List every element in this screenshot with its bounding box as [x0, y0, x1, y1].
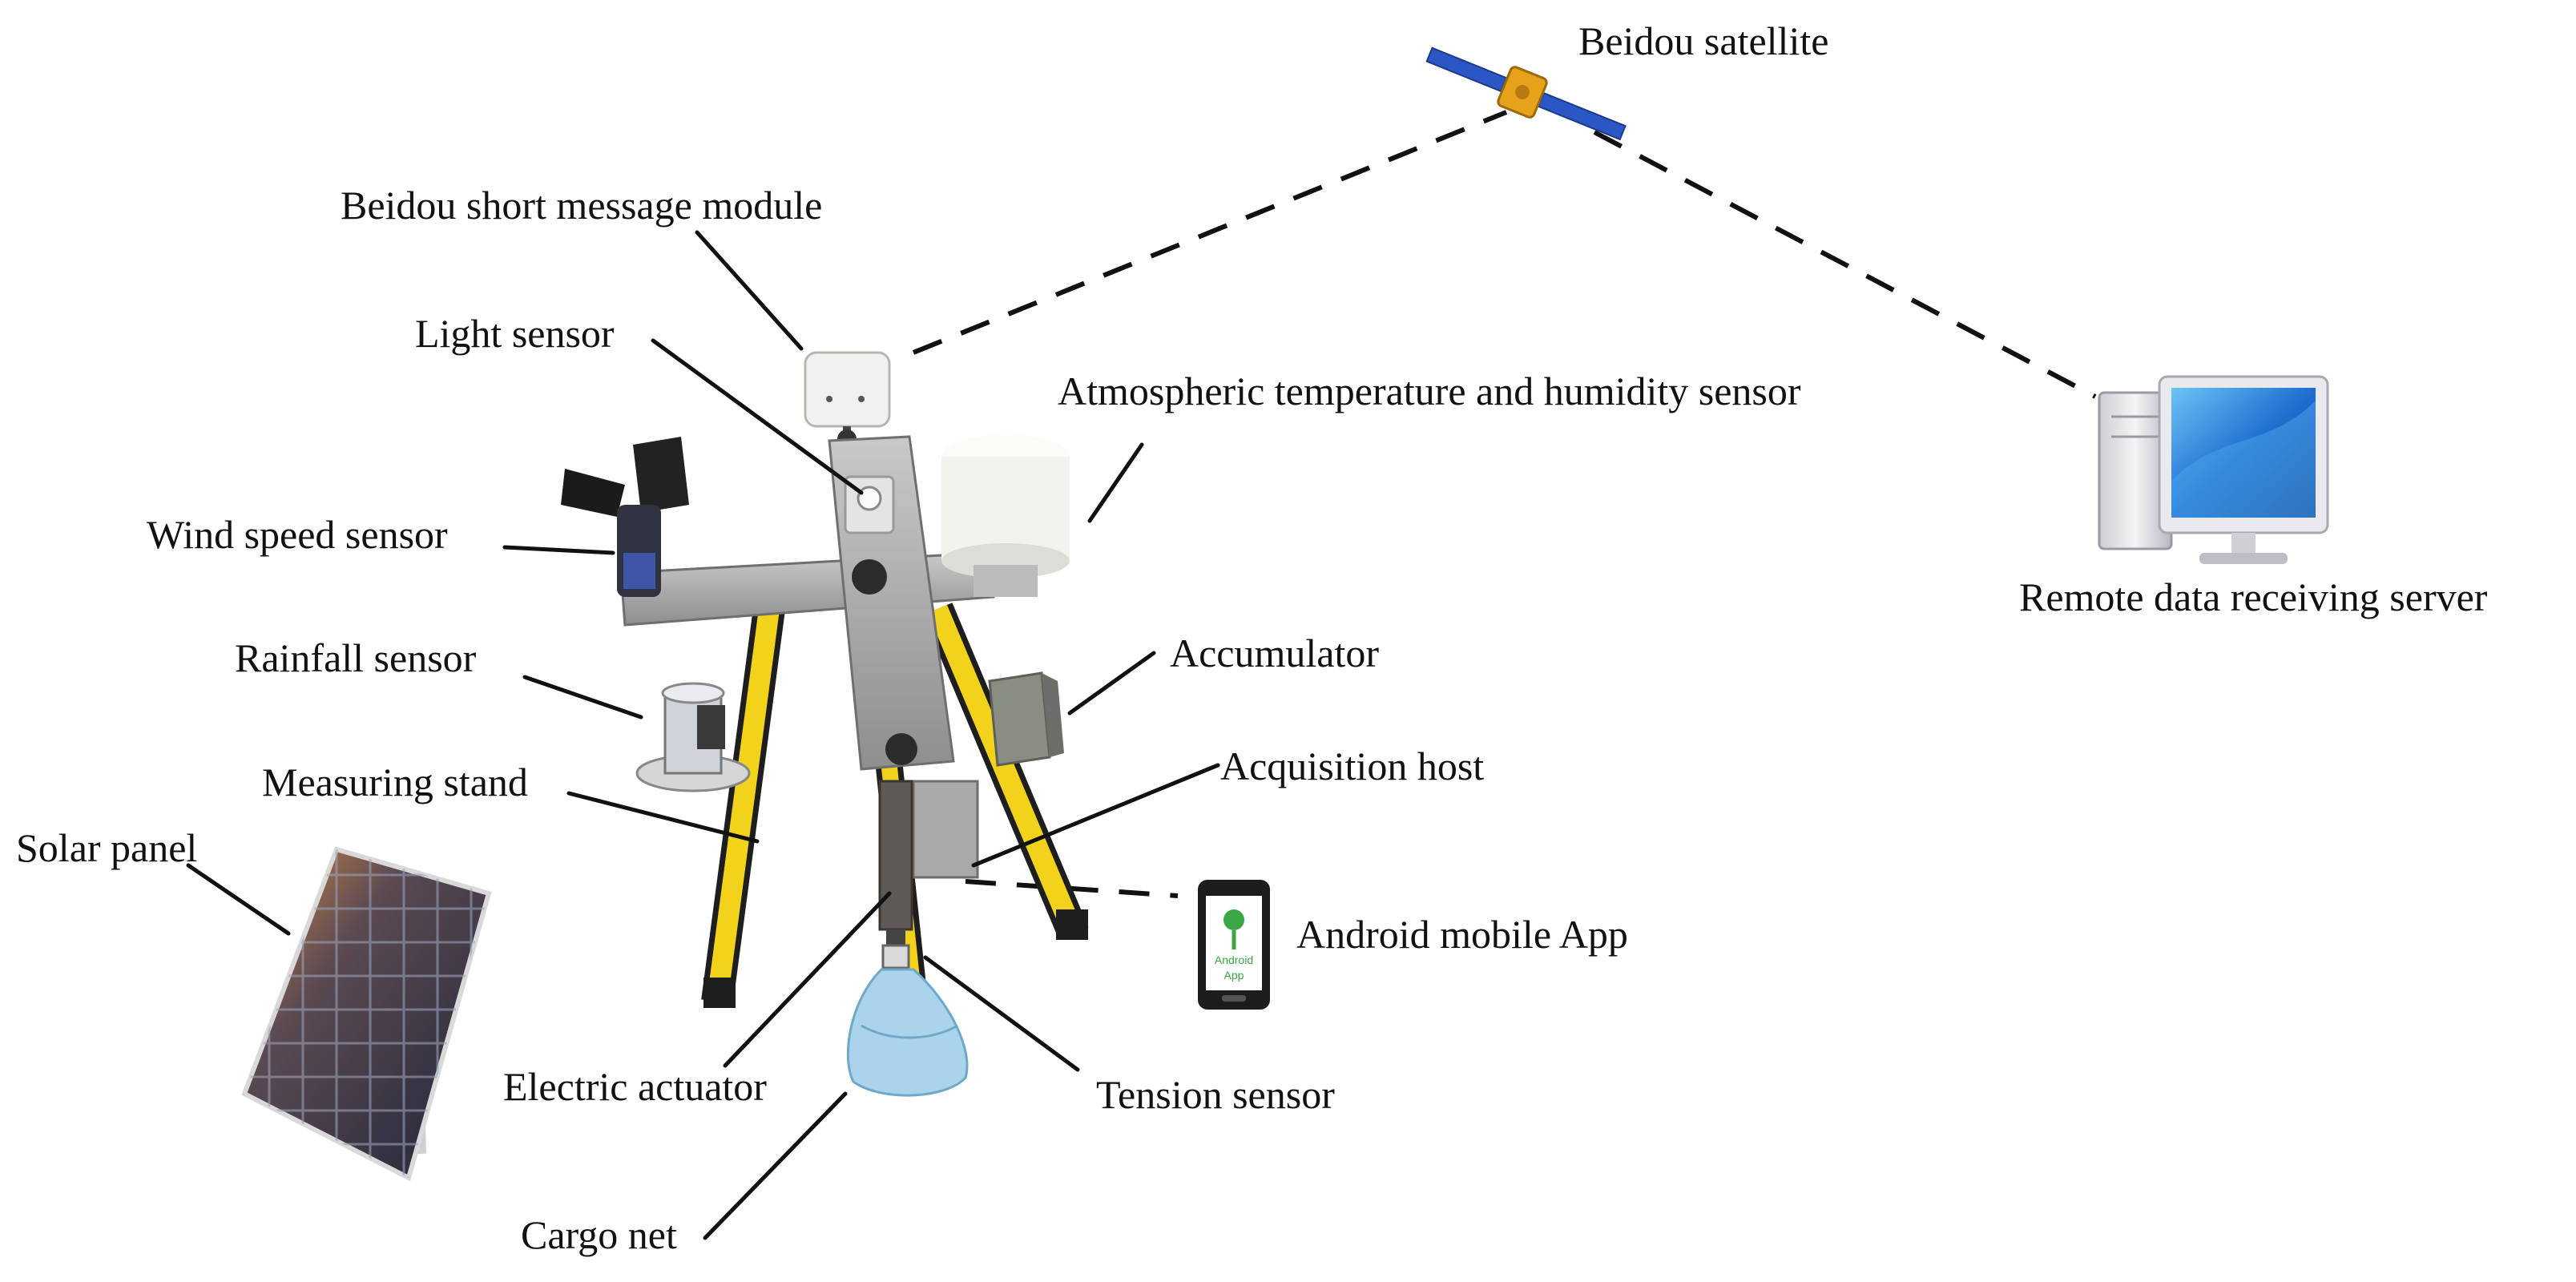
label-measuring-stand: Measuring stand: [262, 760, 528, 804]
leader-accumulator: [1067, 651, 1156, 716]
accumulator-icon: [988, 671, 1064, 767]
label-beidou-satellite: Beidou satellite: [1578, 18, 1828, 63]
leader-lines: [186, 230, 1220, 1240]
label-temp-humidity-sensor: Atmospheric temperature and humidity sen…: [1058, 369, 1801, 413]
phone-icon: Android App: [1198, 880, 1270, 1010]
link-module-satellite: [912, 110, 1508, 355]
phone-screen-text-1: Android: [1215, 953, 1253, 966]
label-remote-server: Remote data receiving server: [2019, 574, 2488, 619]
leader-tension-sensor: [923, 955, 1080, 1072]
leader-short-message-module: [695, 230, 804, 351]
tripod-icon: [701, 603, 1089, 1008]
label-rainfall-sensor: Rainfall sensor: [235, 635, 477, 680]
label-android-app: Android mobile App: [1296, 912, 1628, 957]
communication-links: [912, 110, 2097, 898]
label-acquisition-host: Acquisition host: [1220, 744, 1484, 788]
rain-gauge-icon: [635, 682, 751, 792]
leader-measuring-stand: [566, 791, 760, 844]
solar-panel-icon: [241, 846, 492, 1182]
phone-screen-text-2: App: [1224, 969, 1244, 982]
leader-solar-panel: [186, 863, 291, 936]
leader-rainfall: [522, 675, 643, 720]
temp-humidity-sensor-icon: [941, 434, 1070, 597]
leader-temp-humidity: [1087, 442, 1144, 523]
computer-icon: [2098, 375, 2329, 564]
cargo-net-icon: [846, 968, 969, 1097]
leader-acquisition-host: [971, 763, 1220, 868]
labels: Beidou satellite Beidou short message mo…: [16, 18, 2488, 1257]
link-satellite-server: [1593, 130, 2097, 399]
label-tension-sensor: Tension sensor: [1096, 1072, 1335, 1117]
label-short-message-module: Beidou short message module: [341, 183, 822, 228]
leader-light-sensor: [651, 338, 864, 495]
tension-sensor-icon: [881, 944, 910, 970]
anemometer-icon: [561, 437, 689, 597]
label-electric-actuator: Electric actuator: [503, 1064, 767, 1109]
leader-wind-speed: [502, 545, 615, 555]
acquisition-host-icon: [912, 780, 979, 879]
leader-electric-actuator: [723, 891, 892, 1068]
label-cargo-net: Cargo net: [521, 1212, 677, 1257]
label-light-sensor: Light sensor: [415, 311, 615, 356]
satellite-icon: [1425, 46, 1627, 141]
leader-cargo-net: [703, 1091, 848, 1240]
label-wind-speed-sensor: Wind speed sensor: [147, 512, 448, 557]
label-solar-panel: Solar panel: [16, 825, 197, 870]
label-accumulator: Accumulator: [1170, 631, 1379, 675]
